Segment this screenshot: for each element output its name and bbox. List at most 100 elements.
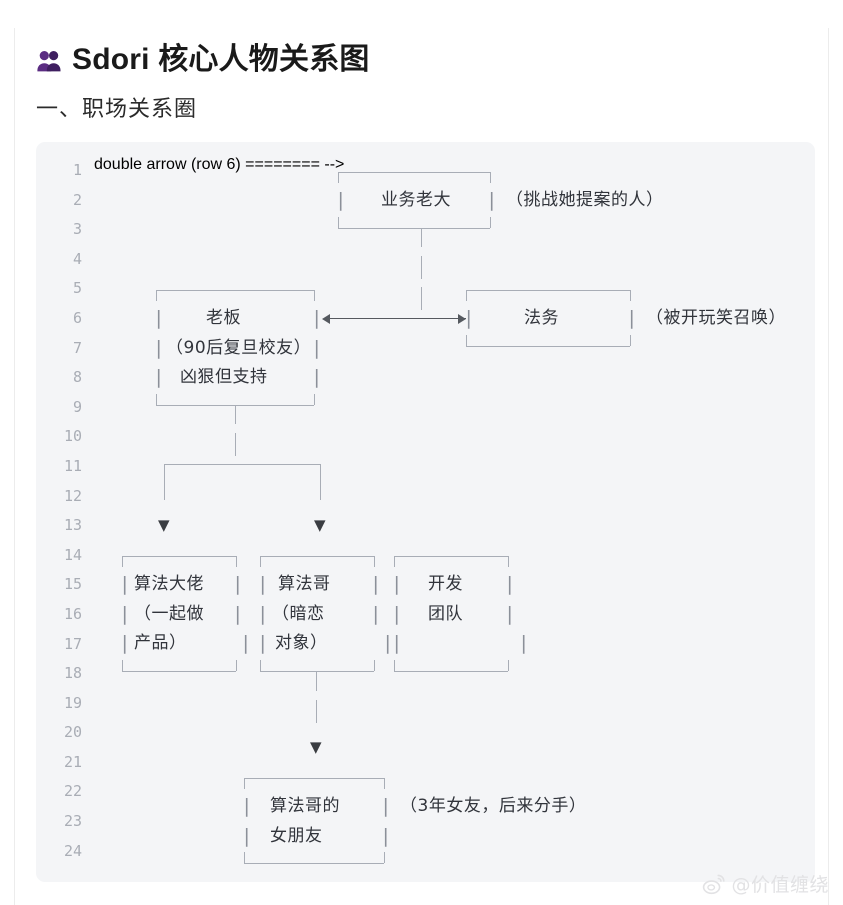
node-algo-bro-right-pipe-1: | [370,573,382,595]
section-subtitle: 一、职场关系圈 [36,96,198,121]
watermark-handle: @价值缠绕 [731,874,829,896]
node-legal-left-pipe: | [463,307,475,329]
node-algo-master-label-line1: 算法大佬 [134,574,204,594]
article-content: Sdori 核心人物关系图 一、职场关系圈 1 2 3 4 5 6 7 8 9 … [36,40,826,882]
edge-boss-legal-arrowhead-left [322,313,330,324]
node-legal-top-border [466,290,630,291]
node-boss-right-pipe-2: | [311,336,323,359]
edge-boss-down-stem [235,405,236,424]
node-boss-label-line3: 凶狠但支持 [180,367,268,388]
node-girlfriend-note: （3年女友，后来分手） [400,796,587,816]
edge-business-lead-stem [421,228,422,247]
node-business-lead-bottom-left-tick [338,217,339,228]
node-algo-bro-bottom-right-tick [374,660,375,671]
node-algo-bro-top-right-tick [374,556,375,567]
line-number: 6 [72,308,82,327]
edge-tree-branch-left [164,464,165,500]
node-legal-bottom-right-tick [630,335,631,346]
node-girlfriend-left-pipe-2: | [241,824,253,847]
line-number: 19 [63,693,82,712]
line-number: 21 [63,752,82,771]
line-number: 22 [63,782,82,801]
node-algo-master-right-pipe-2: | [232,602,244,625]
node-boss-label-line2: （90后复旦校友） [166,337,312,358]
node-dev-team-top-left-tick [394,556,395,567]
node-legal-note: （被开玩笑召唤） [646,308,786,328]
node-algo-master-left-pipe-3: | [119,632,131,655]
node-algo-bro-label-line1: 算法哥 [278,574,331,594]
node-dev-team-left-pipe-3: | [391,632,403,655]
node-business-lead-top-border [338,172,490,173]
node-girlfriend-bottom-left-tick [244,852,245,863]
node-algo-bro-bottom-left-tick [260,660,261,671]
node-boss-left-pipe-1: | [153,307,165,329]
node-legal-bottom-border [466,346,630,347]
node-dev-team-bottom-right-tick [508,660,509,671]
edge-boss-down-stem-2 [235,433,236,456]
node-girlfriend-label-line1: 算法哥的 [270,796,340,816]
node-legal-top-left-tick [466,290,467,301]
line-number: 24 [63,841,82,860]
node-algo-bro-left-pipe-2: | [257,602,269,625]
node-business-lead-right-pipe: | [486,188,498,211]
node-boss-bottom-right-tick [314,394,315,405]
node-algo-master-right-pipe-3: | [240,632,252,655]
line-number: 3 [72,220,82,239]
node-algo-master-top-left-tick [122,556,123,567]
node-boss-top-border [156,290,314,291]
node-dev-team-stray-pipe: | [518,632,530,655]
line-number: 10 [63,427,82,446]
node-legal-label: 法务 [524,308,559,328]
node-girlfriend-bottom-border [244,863,384,864]
node-dev-team-label-line1: 开发 [428,574,463,594]
node-girlfriend-top-right-tick [384,778,385,789]
line-number: 5 [72,279,82,298]
node-business-lead-top-left-tick [338,172,339,183]
node-dev-team-right-pipe-1: | [504,573,516,595]
line-number: 13 [63,516,82,535]
node-business-lead-left-pipe: | [335,188,347,211]
ascii-diagram: | 业务老大 | （挑战她提案的人） | 老板 | [94,156,815,882]
node-boss-top-right-tick [314,290,315,301]
page-right-rule [828,28,829,905]
node-algo-bro-label-line3: 对象） [275,633,328,654]
node-girlfriend-top-border [244,778,384,779]
node-algo-master-label-line2: （一起做 [134,603,204,624]
edge-arrowhead-to-girlfriend: ▼ [310,738,322,756]
node-legal-top-right-tick [630,290,631,301]
node-dev-team-left-pipe-2: | [391,602,403,625]
node-algo-bro-top-border [260,556,374,557]
edge-tree-branch-right [320,464,321,500]
edge-algo-bro-down-stem [316,671,317,691]
node-girlfriend-bottom-right-tick [384,852,385,863]
node-algo-bro-right-pipe-2: | [370,602,382,625]
edge-arrowhead-to-algo-bro: ▼ [314,516,326,534]
edge-algo-bro-down-stem-2 [316,700,317,723]
node-girlfriend-label-line2: 女朋友 [270,825,323,846]
line-number: 11 [63,456,82,475]
watermark: @价值缠绕 [702,870,829,897]
node-business-lead-bottom-border [338,228,490,229]
node-girlfriend-right-pipe-1: | [380,795,392,817]
node-dev-team-bottom-border [394,671,508,672]
node-algo-master-right-pipe-1: | [232,573,244,595]
node-business-lead-bottom-right-tick [490,217,491,228]
edge-business-lead-stem-2 [421,256,422,279]
node-legal-bottom-left-tick [466,335,467,346]
node-dev-team-top-right-tick [508,556,509,567]
line-number: 18 [63,664,82,683]
node-boss-right-pipe-3: | [311,366,323,389]
page-title: Sdori 核心人物关系图 [36,40,826,80]
line-number: 20 [63,723,82,742]
node-algo-master-bottom-border [122,671,236,672]
node-algo-master-bottom-left-tick [122,660,123,671]
line-number: 15 [63,575,82,594]
node-dev-team-label-line2: 团队 [428,603,463,624]
page-title-text: Sdori 核心人物关系图 [72,43,370,76]
node-algo-master-label-line3: 产品） [134,633,187,654]
people-icon [36,48,62,74]
edge-boss-legal-arrowhead-right [458,313,466,324]
edge-tree-split-bar [164,464,320,465]
node-boss-left-pipe-2: | [153,336,165,359]
